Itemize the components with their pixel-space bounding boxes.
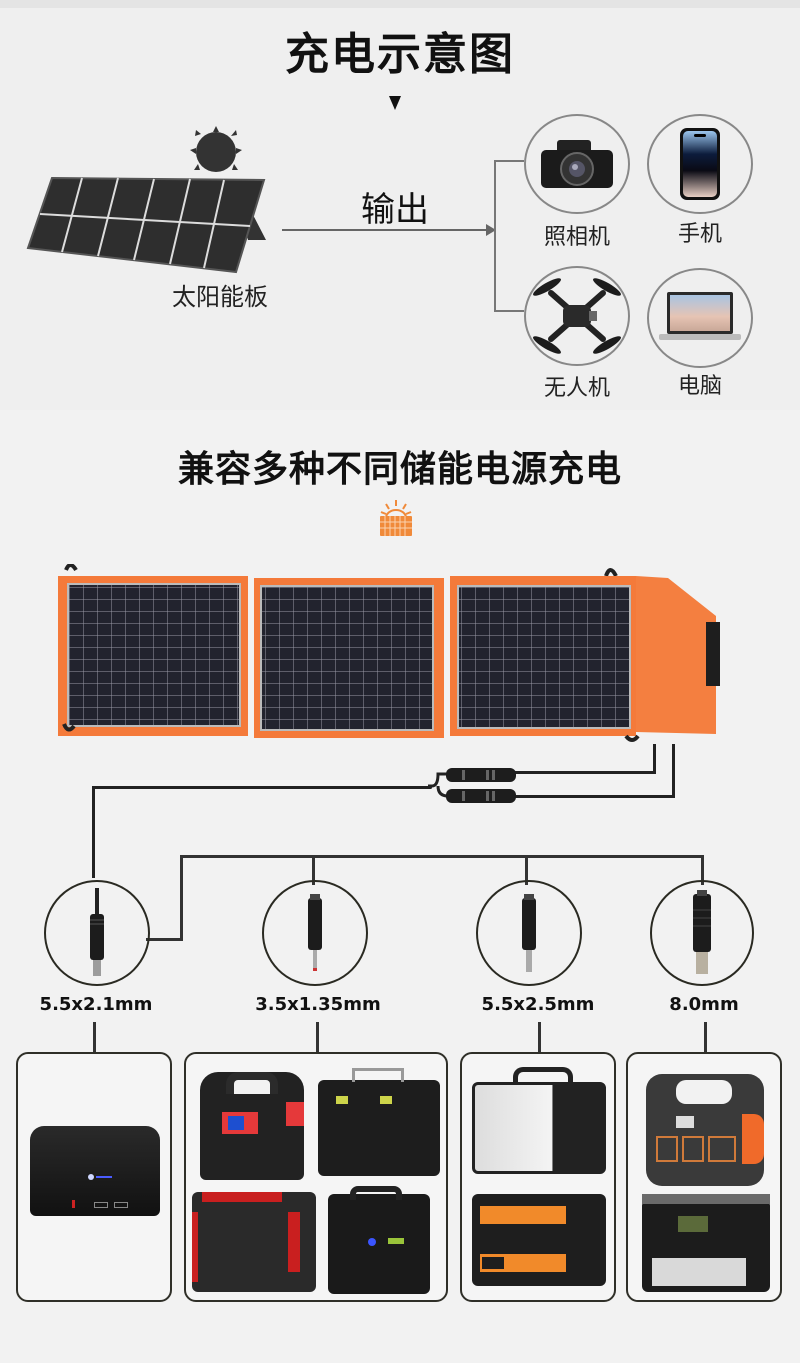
device-group-large-stations — [626, 1052, 782, 1302]
smartphone-icon — [680, 128, 720, 200]
drone-device — [524, 266, 630, 366]
dc-plug-icon — [308, 894, 322, 971]
top-band — [0, 0, 800, 8]
connector-branch-line — [701, 855, 704, 885]
power-station-icon — [646, 1074, 764, 1186]
plug-3.5x1.35 — [262, 880, 368, 986]
output-line — [282, 229, 488, 231]
mc4-connector-icon — [428, 766, 516, 804]
solar-panel-icon — [26, 120, 276, 280]
connector-branch-line — [146, 938, 183, 941]
plug-8.0 — [650, 880, 754, 986]
connector-branch-line — [525, 855, 528, 885]
cable — [672, 744, 675, 796]
connector-label-3.5x1.35: 3.5x1.35mm — [255, 994, 381, 1015]
power-station-icon — [642, 1194, 770, 1292]
laptop-device — [647, 268, 753, 368]
dc-plug-icon — [693, 890, 711, 974]
output-label: 输出 — [361, 190, 429, 230]
connector-branch-line — [180, 855, 704, 858]
device-group-small-stations — [184, 1052, 448, 1302]
device-group-powerbank — [16, 1052, 172, 1302]
power-station-icon — [200, 1072, 304, 1180]
solar-sun-icon — [378, 498, 414, 538]
connector-drop-line — [538, 1022, 541, 1052]
connector-label-5.5x2.5: 5.5x2.5mm — [481, 994, 595, 1015]
power-station-icon — [472, 1067, 606, 1174]
plug-5.5x2.1 — [44, 880, 150, 986]
power-station-icon — [318, 1068, 440, 1176]
camera-device — [524, 114, 630, 214]
plug-5.5x2.5 — [476, 880, 582, 986]
laptop-label: 电脑 — [677, 374, 722, 399]
device-group-mid-stations — [460, 1052, 616, 1302]
compatibility-title: 兼容多种不同储能电源充电 — [177, 449, 622, 490]
laptop-icon — [659, 292, 741, 340]
connector-branch-line — [312, 855, 315, 885]
smartphone-label: 手机 — [677, 222, 722, 247]
arrow-down-icon — [389, 96, 401, 110]
arrow-right-icon — [486, 224, 496, 236]
cable — [512, 771, 656, 774]
power-station-icon — [192, 1192, 316, 1292]
camera-icon — [541, 140, 613, 188]
power-station-icon — [328, 1186, 430, 1294]
connector-drop-line — [316, 1022, 319, 1052]
smartphone-device — [647, 114, 753, 214]
dc-plug-icon — [522, 894, 536, 972]
foldable-solar-panel — [56, 563, 736, 744]
drone-icon — [533, 278, 621, 354]
connector-branch-line — [180, 855, 183, 940]
power-bank-icon — [30, 1126, 160, 1216]
camera-label: 照相机 — [543, 225, 610, 250]
connector-label-5.5x2.1: 5.5x2.1mm — [39, 994, 153, 1015]
power-station-icon — [472, 1194, 606, 1286]
connector-label-8.0: 8.0mm — [669, 994, 739, 1015]
dc-plug-icon — [90, 888, 104, 976]
cable — [512, 795, 675, 798]
connector-drop-line — [93, 1022, 96, 1052]
cable — [92, 786, 432, 789]
solar-panel-label: 太阳能板 — [172, 283, 268, 311]
cable — [653, 744, 656, 772]
connector-drop-line — [704, 1022, 707, 1052]
drone-label: 无人机 — [543, 376, 610, 401]
device-bracket — [494, 160, 524, 312]
page-title: 充电示意图 — [285, 29, 515, 80]
cable — [92, 786, 95, 878]
